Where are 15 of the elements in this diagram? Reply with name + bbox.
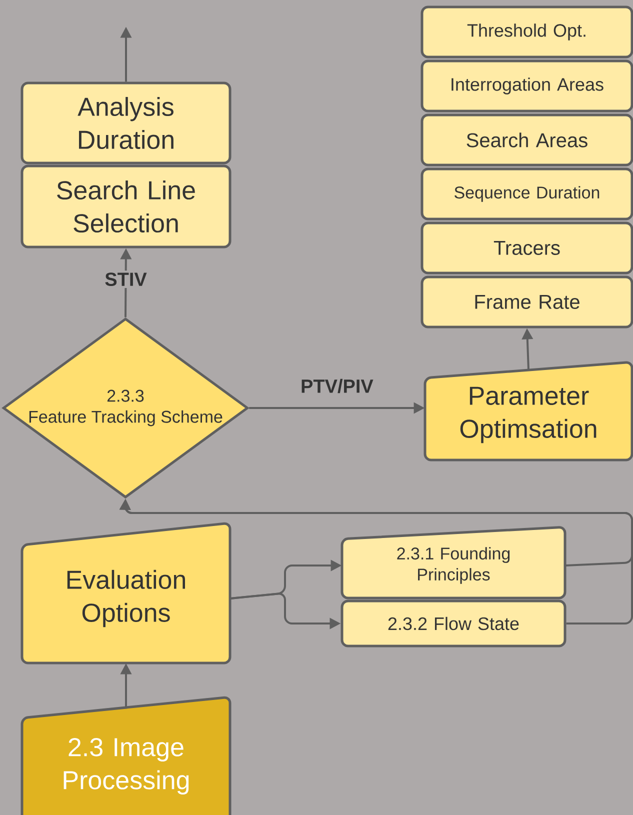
edge-label: PTV/PIV	[302, 378, 374, 394]
process-box: Frame Rate	[420, 276, 633, 328]
edge-label: STIV	[105, 272, 147, 286]
process-box: Parameter Optimsation	[424, 361, 633, 462]
process-box: Search Areas	[420, 114, 633, 166]
process-box: 2.3.1 Founding Principles	[340, 526, 566, 600]
process-box: Search Line Selection	[20, 164, 232, 248]
process-box: Analysis Duration	[20, 82, 232, 164]
process-box: Evaluation Options	[20, 522, 232, 664]
process-box: Sequence Duration	[420, 168, 633, 220]
process-box: Threshold Opt.	[420, 6, 633, 58]
process-box: 2.3.2 Flow State	[340, 600, 566, 648]
process-box: 2.3 Image Processing	[20, 696, 232, 815]
process-box: Tracers	[420, 222, 633, 274]
process-box: Interrogation Areas	[420, 60, 633, 112]
